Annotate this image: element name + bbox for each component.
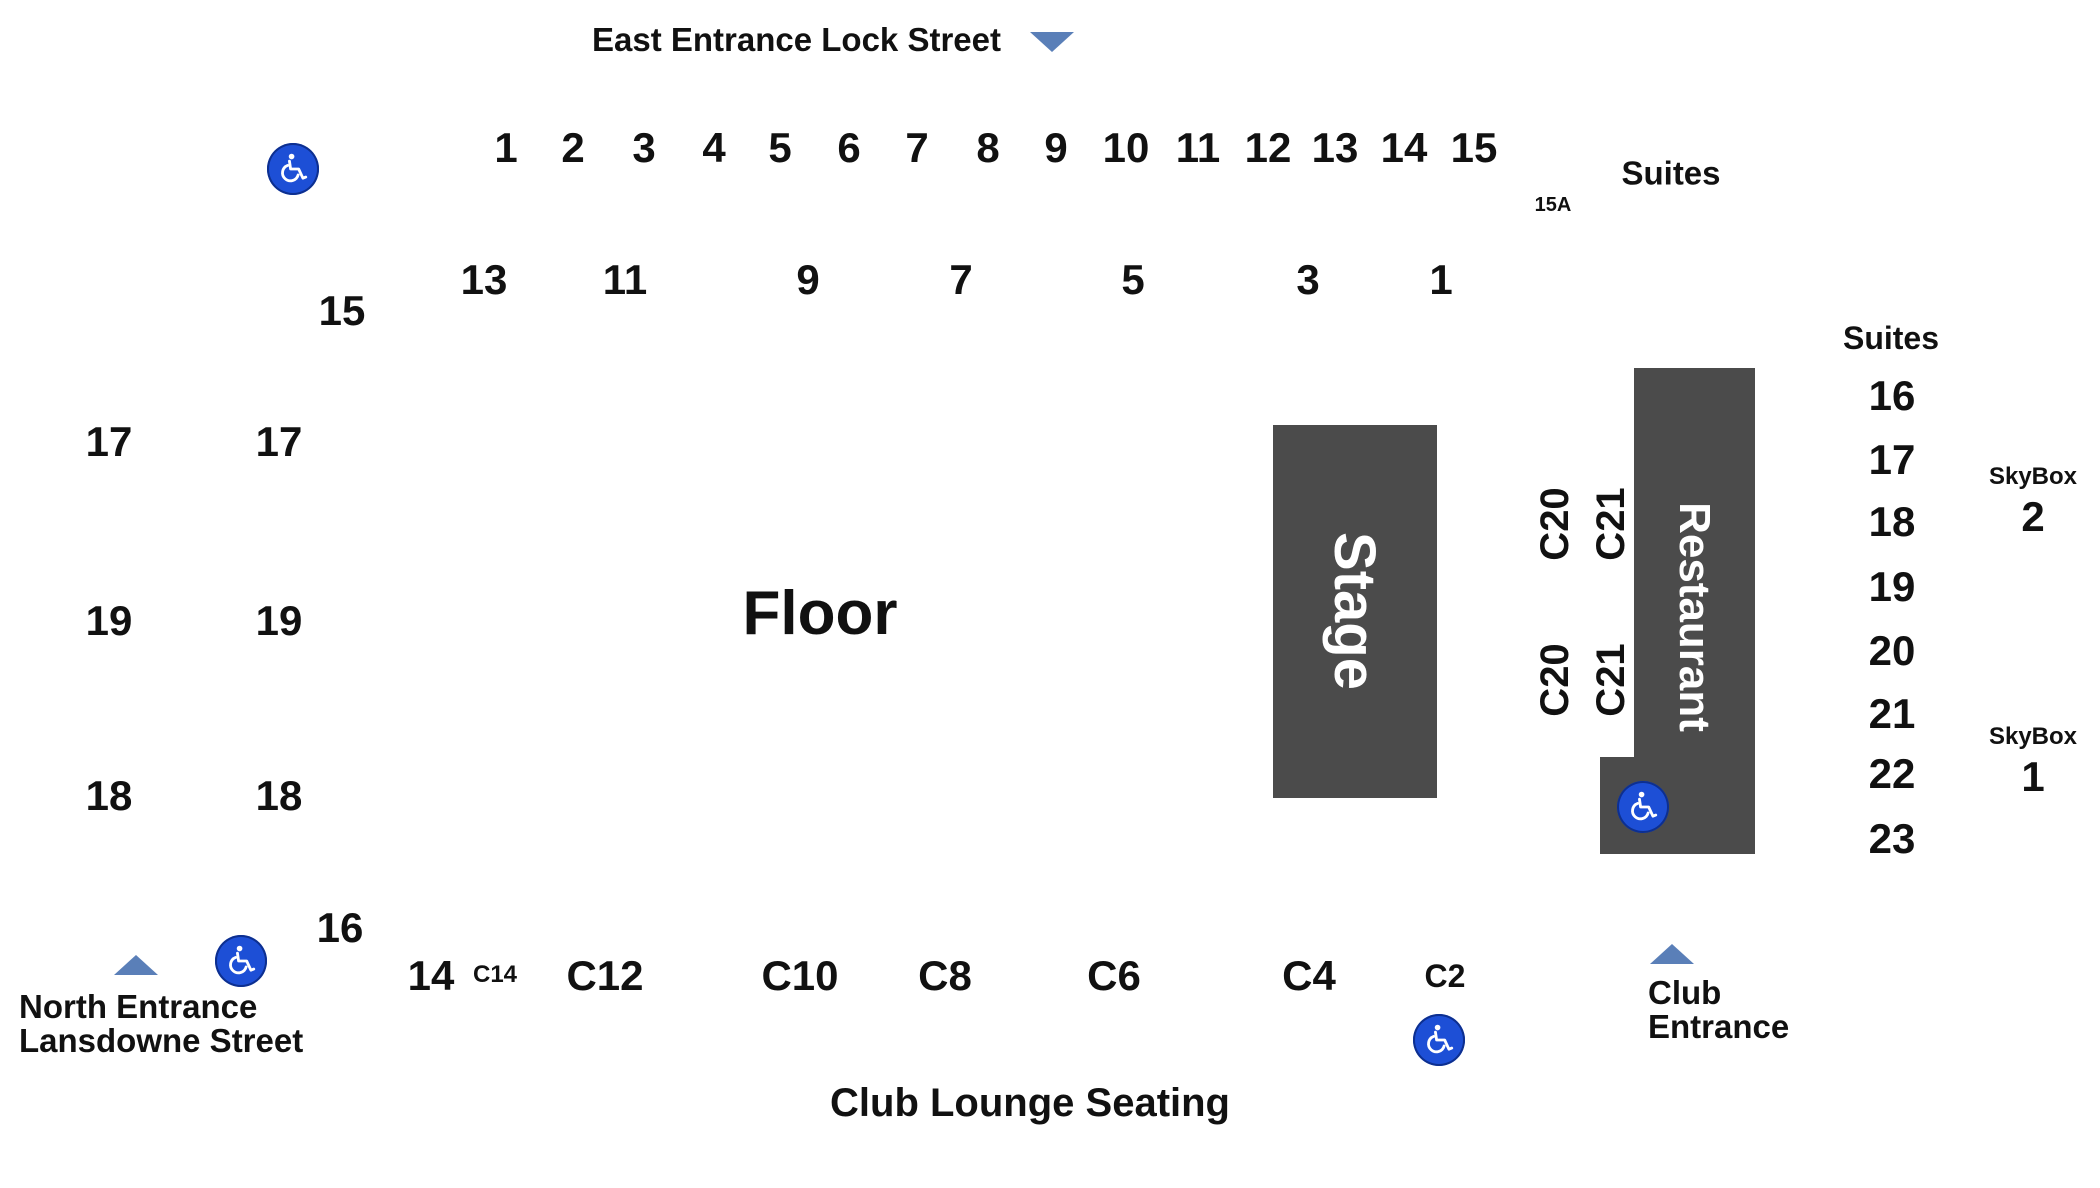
east-entrance-arrow-icon: [1030, 32, 1074, 52]
floor-label[interactable]: Floor: [742, 579, 898, 648]
section-far-left-17[interactable]: 17: [85, 418, 133, 465]
wheelchair-accessible-icon: [215, 935, 267, 987]
skybox-2-number[interactable]: 2: [2021, 493, 2045, 540]
stage-label: Stage: [1322, 532, 1387, 690]
section-c2[interactable]: C2: [1424, 958, 1466, 994]
section-c21-lower[interactable]: C21: [1589, 643, 1633, 717]
wheelchair-accessible-icon: [1617, 781, 1669, 833]
club-entrance-line2: Entrance: [1648, 1007, 1790, 1045]
section-bottom-14[interactable]: 14: [407, 952, 455, 999]
section-top-12[interactable]: 12: [1244, 124, 1292, 171]
club-entrance-arrow-icon: [1650, 944, 1694, 964]
section-far-left-18[interactable]: 18: [85, 772, 133, 819]
section-right-21[interactable]: 21: [1868, 690, 1916, 737]
north-entrance-line1: North Entrance: [19, 988, 258, 1025]
suites-top-label[interactable]: Suites: [1621, 154, 1721, 192]
skybox-1-label[interactable]: SkyBox: [1988, 723, 2078, 750]
section-right-22[interactable]: 22: [1868, 750, 1916, 797]
section-c10[interactable]: C10: [761, 952, 839, 999]
section-top-1[interactable]: 1: [494, 124, 518, 171]
section-top-15[interactable]: 15: [1450, 124, 1498, 171]
section-left-16[interactable]: 16: [316, 904, 364, 951]
skybox-2-label[interactable]: SkyBox: [1988, 463, 2078, 490]
section-second-7[interactable]: 7: [949, 256, 973, 303]
section-c20-upper[interactable]: C20: [1533, 487, 1577, 561]
section-right-18[interactable]: 18: [1868, 498, 1916, 545]
section-top-7[interactable]: 7: [905, 124, 929, 171]
section-top-2[interactable]: 2: [561, 124, 585, 171]
section-c20-lower[interactable]: C20: [1533, 643, 1577, 717]
section-top-4[interactable]: 4: [702, 124, 726, 171]
east-entrance-label: East Entrance Lock Street: [592, 21, 1001, 58]
section-second-3[interactable]: 3: [1296, 256, 1320, 303]
stage-block: [1273, 425, 1437, 798]
section-second-13[interactable]: 13: [460, 256, 508, 303]
section-second-1[interactable]: 1: [1429, 256, 1453, 303]
section-c21-upper[interactable]: C21: [1589, 487, 1633, 561]
section-15a[interactable]: 15A: [1534, 194, 1572, 216]
north-entrance-line2: Lansdowne Street: [19, 1021, 304, 1059]
section-right-19[interactable]: 19: [1868, 563, 1916, 610]
club-lounge-label: Club Lounge Seating: [830, 1081, 1230, 1125]
section-top-9[interactable]: 9: [1044, 124, 1068, 171]
section-c6[interactable]: C6: [1087, 952, 1141, 999]
club-entrance-line1: Club: [1648, 974, 1722, 1011]
section-top-5[interactable]: 5: [768, 124, 792, 171]
section-far-left-19[interactable]: 19: [85, 597, 133, 644]
section-left-15[interactable]: 15: [318, 287, 366, 334]
section-top-14[interactable]: 14: [1380, 124, 1428, 171]
wheelchair-accessible-icon: [267, 143, 319, 195]
skybox-1-number[interactable]: 1: [2021, 753, 2045, 800]
section-right-17[interactable]: 17: [1868, 436, 1916, 483]
section-left-17[interactable]: 17: [255, 418, 303, 465]
section-top-13[interactable]: 13: [1311, 124, 1359, 171]
wheelchair-accessible-icon: [1413, 1014, 1465, 1066]
section-top-10[interactable]: 10: [1102, 124, 1150, 171]
section-c4[interactable]: C4: [1282, 952, 1336, 999]
north-entrance-label: North Entrance Lansdowne Street: [19, 990, 303, 1057]
section-c14[interactable]: C14: [472, 961, 518, 988]
section-c12[interactable]: C12: [566, 952, 644, 999]
section-second-9[interactable]: 9: [796, 256, 820, 303]
restaurant-label: Restaurant: [1670, 502, 1719, 732]
section-right-23[interactable]: 23: [1868, 815, 1916, 862]
section-second-11[interactable]: 11: [602, 256, 648, 303]
section-top-6[interactable]: 6: [837, 124, 861, 171]
club-entrance-label: Club Entrance: [1648, 976, 1789, 1043]
section-second-5[interactable]: 5: [1121, 256, 1145, 303]
section-top-3[interactable]: 3: [632, 124, 656, 171]
north-entrance-arrow-icon: [114, 955, 158, 975]
section-left-19[interactable]: 19: [255, 597, 303, 644]
section-c8[interactable]: C8: [918, 952, 972, 999]
section-top-11[interactable]: 11: [1175, 124, 1221, 171]
section-right-16[interactable]: 16: [1868, 372, 1916, 419]
section-top-8[interactable]: 8: [976, 124, 1000, 171]
section-left-18[interactable]: 18: [255, 772, 303, 819]
section-right-20[interactable]: 20: [1868, 627, 1916, 674]
suites-right-label[interactable]: Suites: [1842, 320, 1940, 356]
